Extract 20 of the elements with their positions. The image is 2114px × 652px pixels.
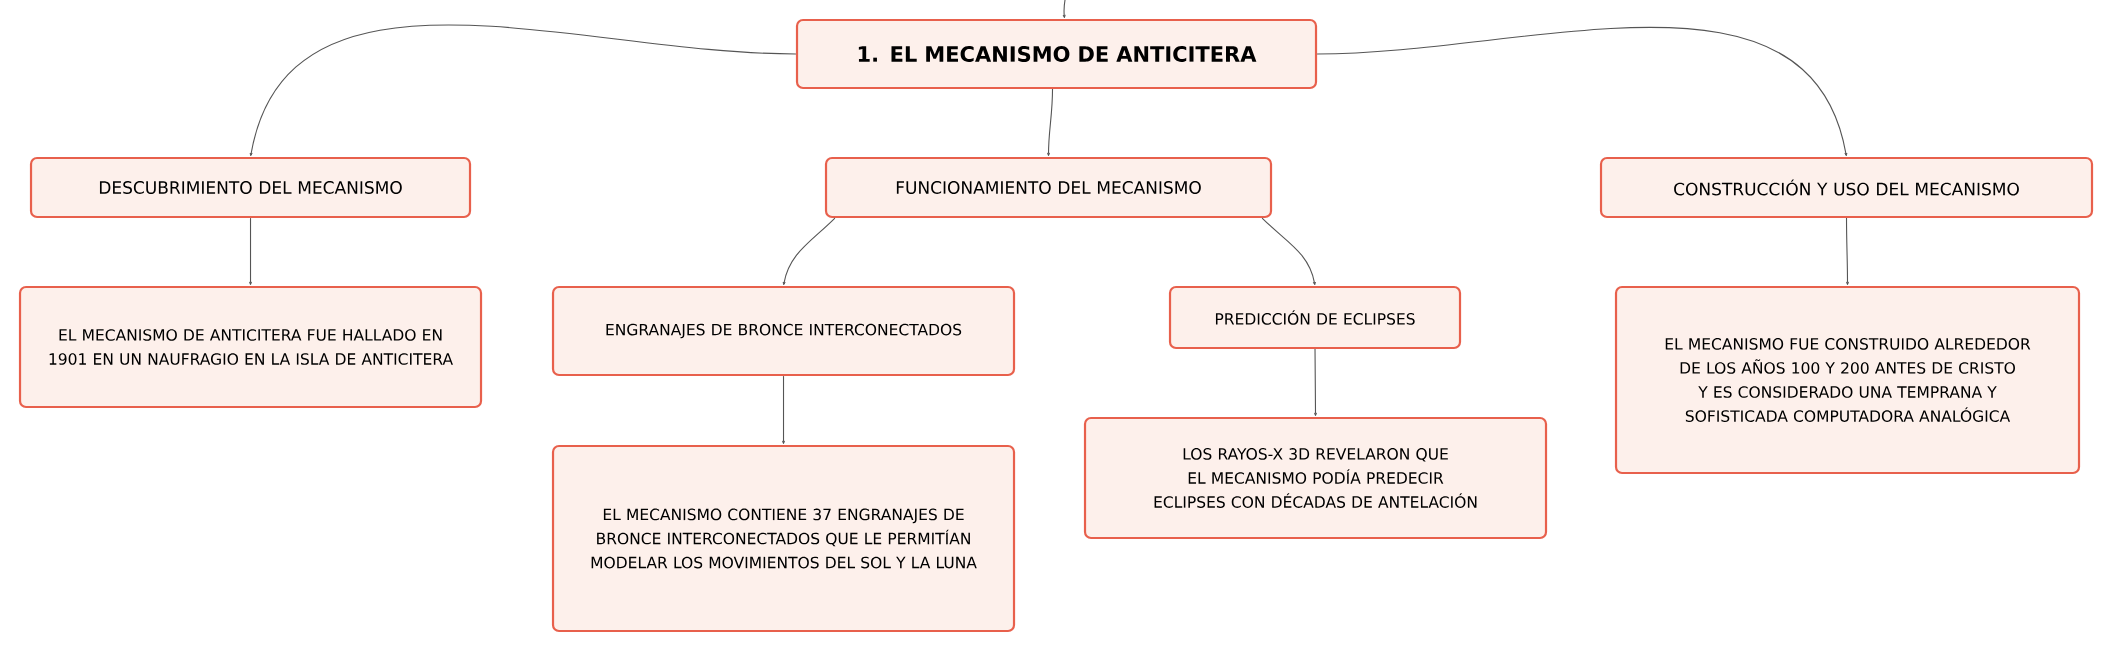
connector-arrow [782, 217, 836, 286]
description-box: ENGRANAJES DE BRONCE INTERCONECTADOS [551, 285, 1016, 377]
topic-box: DESCUBRIMIENTO DEL MECANISMO [29, 156, 472, 219]
connector-arrow [1314, 348, 1317, 417]
description-box: EL MECANISMO DE ANTICITERA FUE HALLADO EN 1901 EN UN NAUFRAGIO EN LA ISLA DE ANTICITERA [18, 285, 483, 409]
connector-arrow [1047, 88, 1054, 157]
description-box: PREDICCIÓN DE ECLIPSES [1168, 285, 1462, 350]
description-box: LOS RAYOS-X 3D REVELARON QUE EL MECANISMO PODÍA PREDECIR ECLIPSES CON DÉCADAS DE ANTELACIÓN [1083, 416, 1548, 540]
connector-arrow [249, 217, 252, 286]
connector-arrow [249, 24, 797, 157]
title-box: 1. EL MECANISMO DE ANTICITERA [795, 18, 1318, 90]
connector-arrow [1062, 0, 1066, 19]
connector-arrow [1845, 217, 1849, 286]
connector-arrow [782, 375, 785, 445]
topic-box: CONSTRUCCIÓN Y USO DEL MECANISMO [1599, 156, 2094, 219]
connector-arrow [1261, 217, 1316, 286]
topic-box: FUNCIONAMIENTO DEL MECANISMO [824, 156, 1273, 219]
description-box: EL MECANISMO CONTIENE 37 ENGRANAJES DE BRONCE INTERCONECTADOS QUE LE PERMITÍAN MODELAR LOS MOVIMIENTOS DEL SOL Y LA LUNA [551, 444, 1016, 633]
description-box: EL MECANISMO FUE CONSTRUIDO ALREDEDOR DE LOS AÑOS 100 Y 200 ANTES DE CRISTO Y ES CONSIDERADO UNA TEMPRANA Y SOFISTICADA COMPUTADORA ANALÓGICA [1614, 285, 2081, 475]
connector-arrow [1316, 26, 1848, 157]
